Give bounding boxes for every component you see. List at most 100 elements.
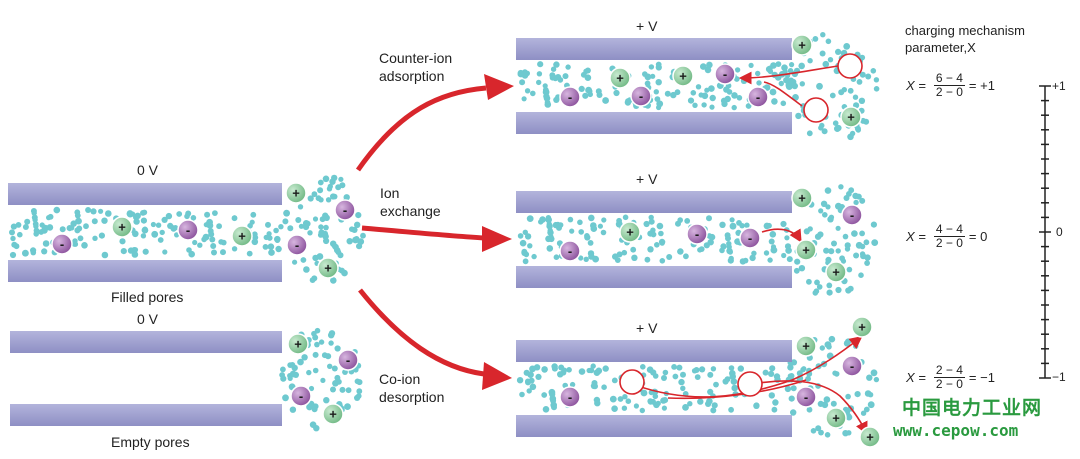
electrolyte-dot	[771, 98, 778, 105]
electrolyte-dot	[648, 218, 655, 225]
electrolyte-dot	[873, 376, 880, 383]
electrolyte-dot	[351, 226, 358, 233]
electrolyte-dot	[699, 366, 706, 373]
right-voltage-3: + V	[636, 320, 658, 336]
electrolyte-dot	[274, 237, 281, 243]
ion-sign: +	[832, 265, 840, 280]
electrolyte-dot	[828, 335, 836, 343]
electrolyte-dot	[295, 217, 302, 223]
electrolyte-dot	[864, 260, 870, 266]
electrolyte-dot	[127, 247, 135, 254]
electrolyte-dot	[354, 221, 361, 228]
electrolyte-dot	[767, 257, 773, 263]
cation: +	[825, 407, 847, 429]
electrolyte-dot	[516, 377, 524, 384]
electrolyte-dot	[854, 391, 861, 398]
electrolyte-dot	[263, 234, 269, 241]
ion-sign: +	[798, 38, 806, 53]
electrolyte-dot	[542, 406, 550, 413]
electrolyte-dot	[710, 407, 717, 414]
electrolyte-dot	[24, 218, 31, 225]
electrolyte-dot	[150, 221, 156, 228]
electrolyte-dot	[819, 345, 825, 351]
cation: +	[619, 221, 641, 243]
electrolyte-dot	[674, 89, 681, 96]
electrolyte-dot	[357, 238, 365, 246]
electrolyte-dot	[613, 89, 620, 97]
ion-sign: +	[292, 186, 300, 201]
electrolyte-dot	[816, 284, 823, 290]
electrolyte-dot	[339, 182, 346, 189]
electrolyte-dot	[835, 48, 842, 56]
ion-sign: -	[295, 238, 299, 253]
electrolyte-dot	[316, 253, 324, 260]
electrolyte-dot	[231, 246, 238, 252]
electrolyte-dot	[728, 365, 735, 371]
electrolyte-dot	[289, 406, 297, 413]
electrolyte-dot	[805, 375, 811, 382]
electrolyte-dot	[529, 365, 536, 373]
electrolyte-dot	[17, 231, 23, 238]
electrolyte-dot	[849, 130, 856, 137]
electrolyte-dot	[541, 366, 548, 373]
ion-sign: -	[804, 390, 808, 405]
electrolyte-dot	[705, 400, 712, 407]
electrolyte-dot	[317, 179, 324, 186]
electrolyte-dot	[328, 330, 336, 337]
electrolyte-dot	[331, 365, 338, 372]
electrolyte-dot	[524, 88, 531, 94]
electrolyte-dot	[656, 222, 664, 230]
electrolyte-dot	[202, 233, 210, 241]
electrolyte-dot	[818, 429, 824, 436]
electrolyte-dot	[33, 231, 39, 237]
electrolyte-dot	[830, 400, 837, 407]
electrolyte-dot	[650, 231, 657, 238]
electrolyte-dot	[769, 88, 777, 96]
electrolyte-dot	[825, 256, 832, 263]
electrolyte-dot	[787, 364, 794, 371]
electrode-plate	[516, 112, 792, 134]
electrolyte-dot	[790, 409, 797, 416]
electrolyte-dot	[820, 32, 826, 38]
electrolyte-dot	[825, 38, 832, 45]
electrolyte-dot	[769, 231, 777, 238]
ion-sign: +	[238, 229, 246, 244]
ion-sign: -	[748, 231, 752, 246]
electrolyte-dot	[266, 231, 272, 237]
cation-body	[231, 225, 253, 247]
cation: +	[825, 261, 847, 283]
anion-body	[51, 233, 73, 255]
electrolyte-dot	[557, 371, 564, 378]
electrolyte-dot	[132, 247, 139, 253]
electrolyte-dot	[292, 259, 298, 265]
electrolyte-dot	[526, 215, 534, 223]
electrolyte-dot	[709, 104, 715, 110]
electrolyte-dot	[817, 400, 824, 407]
electrolyte-dot	[853, 199, 859, 206]
electrolyte-dot	[530, 90, 536, 97]
electrolyte-dot	[865, 73, 872, 80]
electrolyte-dot	[676, 364, 683, 371]
cation: +	[851, 316, 873, 338]
electrolyte-dot	[725, 235, 731, 242]
electrolyte-dot	[142, 227, 149, 234]
electrolyte-dot	[590, 363, 596, 369]
electrolyte-dot	[768, 370, 775, 377]
electrolyte-dot	[85, 207, 92, 213]
electrolyte-dot	[524, 233, 532, 240]
x-scale	[1039, 85, 1051, 379]
electrolyte-dot	[726, 244, 732, 250]
electrolyte-dot	[751, 250, 757, 256]
electrolyte-dot	[283, 209, 290, 217]
anion: -	[51, 233, 73, 255]
electrolyte-dot	[580, 71, 587, 78]
electrolyte-dot	[32, 217, 38, 223]
electrolyte-dot	[650, 227, 656, 233]
anion: -	[841, 204, 863, 226]
cation: +	[285, 182, 307, 204]
electrolyte-dot	[662, 369, 669, 376]
electrolyte-dot	[858, 97, 866, 105]
electrolyte-dot	[795, 112, 802, 120]
